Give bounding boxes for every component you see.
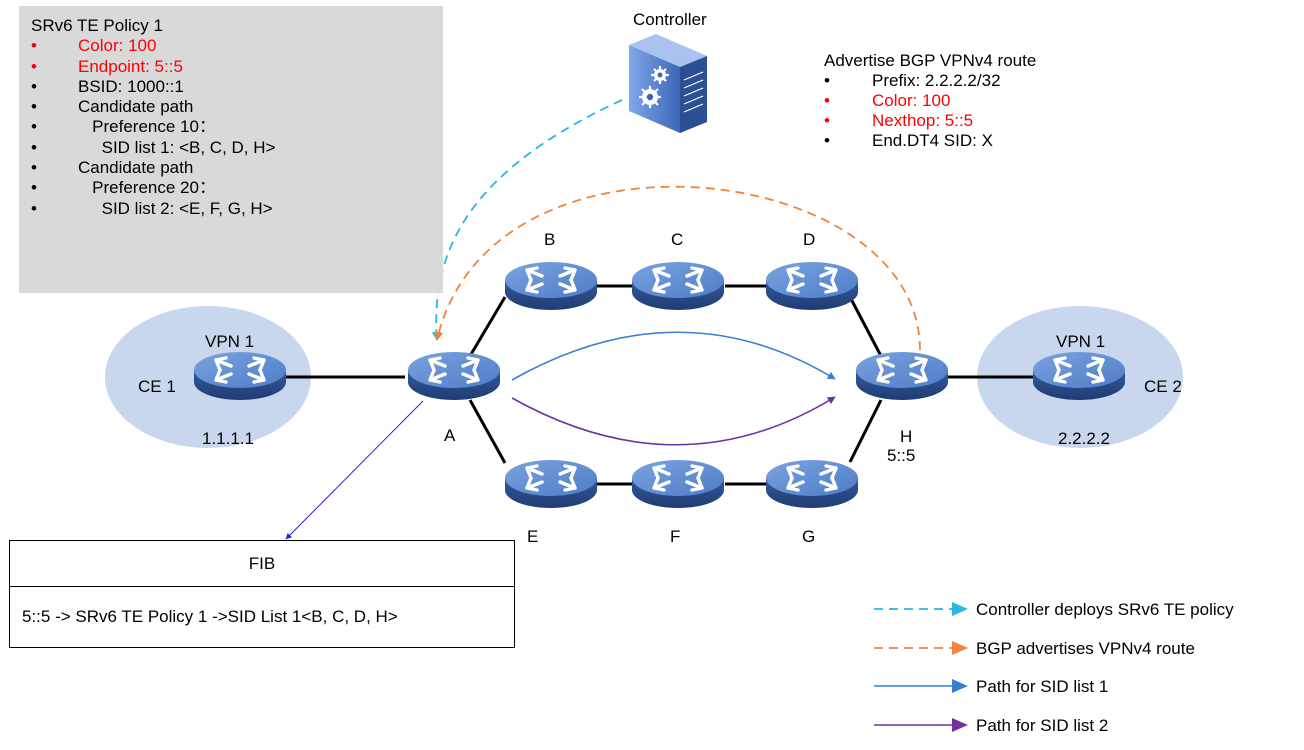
node-h-address: 5::5 (887, 446, 915, 465)
controller-server-icon (629, 34, 707, 133)
legend-sid1-arrow-icon (874, 679, 968, 693)
router-ce2 (1031, 350, 1127, 402)
policy-item: Candidate path (31, 158, 443, 179)
policy-item: Preference 10： (31, 117, 443, 138)
node-g-label: G (802, 527, 815, 546)
node-c-label: C (671, 230, 683, 249)
router-g (764, 458, 860, 510)
advertise-list: Prefix: 2.2.2.2/32 Color: 100 Nexthop: 5… (824, 71, 1036, 151)
link-g-h (848, 399, 883, 463)
policy-item: Candidate path (31, 97, 443, 118)
link-a-e (468, 399, 507, 464)
router-e (503, 458, 599, 510)
controller-deploy-arrow (431, 99, 623, 341)
legend-controller-arrow-icon (874, 602, 968, 616)
policy-title: SRv6 TE Policy 1 (31, 16, 163, 35)
advertise-route-info: Advertise BGP VPNv4 route Prefix: 2.2.2.… (824, 51, 1036, 151)
advertise-item: End.DT4 SID: X (824, 131, 1036, 151)
legend-sid2-arrow-icon (874, 717, 968, 732)
site-left-address: 1.1.1.1 (202, 429, 254, 448)
policy-item: BSID: 1000::1 (31, 77, 443, 98)
policy-item: SID list 1: <B, C, D, H> (31, 138, 443, 159)
advertise-item: Color: 100 (824, 91, 1036, 111)
legend-bgp-label: BGP advertises VPNv4 route (976, 638, 1195, 658)
router-ce1 (192, 350, 288, 402)
sid-list-2-path (511, 396, 836, 446)
sid-list-1-path (511, 331, 836, 381)
legend-controller-label: Controller deploys SRv6 TE policy (976, 600, 1234, 619)
fib-entry: 5::5 -> SRv6 TE Policy 1 ->SID List 1<B,… (22, 607, 398, 626)
fib-title: FIB (10, 541, 514, 587)
link-a-b (468, 296, 507, 357)
fib-table: FIB 5::5 -> SRv6 TE Policy 1 ->SID List … (9, 540, 515, 648)
policy-list: Color: 100 Endpoint: 5::5 BSID: 1000::1 … (31, 36, 443, 219)
router-h (854, 350, 950, 402)
router-c (630, 260, 726, 312)
policy-item: Preference 20： (31, 178, 443, 199)
bgp-advertise-arrow (434, 185, 921, 351)
router-f (630, 458, 726, 510)
node-d-label: D (803, 230, 815, 249)
router-b (503, 260, 599, 312)
node-b-label: B (544, 230, 555, 249)
site-right-address: 2.2.2.2 (1058, 429, 1110, 448)
link-d-h (848, 296, 883, 357)
legend-sid1-label: Path for SID list 1 (976, 677, 1109, 696)
controller-label: Controller (633, 10, 707, 29)
node-f-label: F (670, 527, 680, 546)
legend-sid2-label: Path for SID list 2 (976, 715, 1109, 735)
policy-box: SRv6 TE Policy 1 Color: 100 Endpoint: 5:… (19, 6, 443, 293)
advertise-title: Advertise BGP VPNv4 route (824, 51, 1037, 70)
node-a-label: A (444, 426, 456, 445)
policy-item: Color: 100 (31, 36, 443, 57)
router-a (406, 350, 502, 402)
policy-item: SID list 2: <E, F, G, H> (31, 199, 443, 220)
node-e-label: E (527, 527, 538, 546)
site-left-vpn-label: VPN 1 (205, 332, 254, 351)
advertise-item: Nexthop: 5::5 (824, 111, 1036, 131)
router-d (764, 260, 860, 312)
site-right-ce-label: CE 2 (1144, 377, 1182, 396)
site-right-vpn-label: VPN 1 (1056, 332, 1105, 351)
site-left-ce-label: CE 1 (138, 377, 176, 396)
links (286, 284, 1034, 486)
advertise-item: Prefix: 2.2.2.2/32 (824, 71, 1036, 91)
legend-bgp-arrow-icon (874, 640, 968, 655)
policy-item: Endpoint: 5::5 (31, 57, 443, 78)
fib-pointer-arrow (285, 400, 424, 540)
node-h-label: H (900, 427, 912, 446)
